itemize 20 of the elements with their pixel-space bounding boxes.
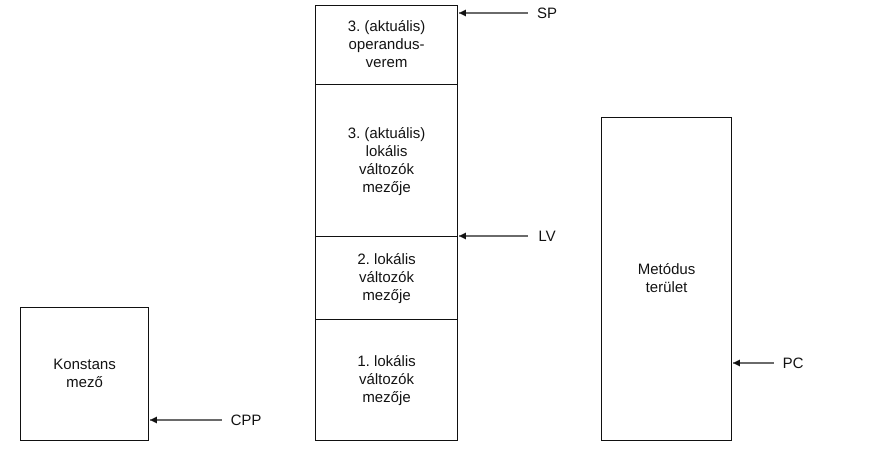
pointer-label: PC [782,355,804,373]
area-label: 2. lokális változók mezője [356,251,417,305]
arrow [459,10,528,16]
pointer-label: CPP [230,412,262,430]
memory-area-box [315,319,458,441]
memory-area-box [315,236,458,320]
area-label: Metódus terület [636,261,696,297]
memory-area-box [20,307,149,441]
memory-area-box [315,5,458,85]
arrow [150,416,222,424]
pointer-label: LV [538,228,556,246]
memory-area-box [315,84,458,237]
area-label: 3. (aktuális) lokális változók mezője [346,124,426,196]
memory-area-box [601,117,732,441]
area-label: 1. lokális változók mezője [356,353,417,407]
arrow [459,232,528,240]
area-label: 3. (aktuális) operandus-verem [346,18,426,72]
pointer-label: SP [536,5,557,23]
area-label: Konstans mező [52,356,117,392]
arrow [733,360,774,366]
